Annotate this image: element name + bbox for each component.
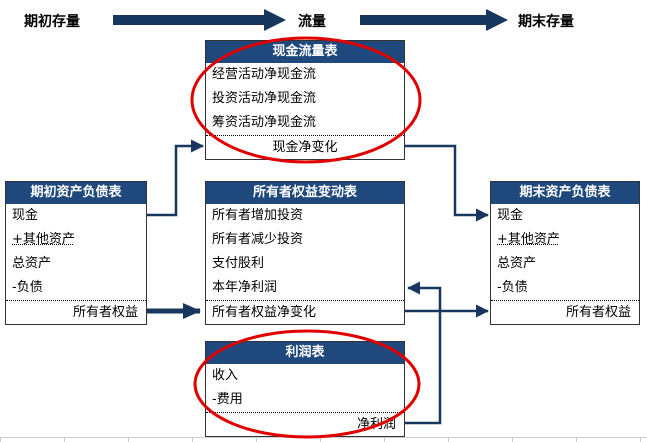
box-title: 现金流量表 [206, 41, 404, 63]
flow-arrow-left-icon [113, 9, 286, 31]
statement-line-item: 总资产 [497, 256, 537, 271]
label-beginning-stock: 期初存量 [24, 14, 80, 30]
statement-total-line: 所有者权益 [6, 300, 146, 324]
connector-net-income-to-equity-change [405, 281, 442, 425]
statement-line-item: 所有者增加投资 [212, 208, 304, 223]
statement-line-item: 总资产 [12, 256, 52, 271]
connector-cashflow-to-end-cash [405, 144, 489, 222]
box-title: 所有者权益变动表 [206, 182, 404, 204]
flow-arrow-right-icon [360, 9, 508, 31]
statement-line-item: 筹资活动净现金流 [212, 115, 317, 130]
excel-gridline [0, 437, 647, 442]
statement-line-item: +其他资产 [497, 232, 560, 247]
beginning-balance-sheet-box: 期初资产负债表 现金 +其他资产 总资产 -负债 所有者权益 [5, 181, 147, 325]
label-ending-stock: 期末存量 [518, 14, 574, 30]
statement-line-item: 收入 [212, 368, 239, 383]
statement-total-line: 所有者权益 [491, 300, 639, 324]
statement-line-item: 所有者减少投资 [212, 232, 304, 247]
owners-equity-change-box: 所有者权益变动表 所有者增加投资 所有者减少投资 支付股利 本年净利润 所有者权… [205, 181, 405, 325]
statement-line-item: 投资活动净现金流 [212, 91, 317, 106]
statement-total-line: 所有者权益净变化 [206, 300, 404, 324]
connector-begin-cash-to-cashflow [147, 139, 204, 217]
box-title: 期初资产负债表 [6, 182, 146, 204]
statement-line-item: 经营活动净现金流 [212, 67, 317, 82]
statement-line-item: -费用 [212, 392, 243, 407]
box-title: 利润表 [206, 342, 404, 364]
statement-line-item: 现金 [497, 208, 524, 223]
statement-line-item: 本年净利润 [212, 280, 278, 295]
statement-total-line: 现金净变化 [206, 135, 404, 159]
income-statement-box: 利润表 收入 -费用 净利润 [205, 341, 405, 437]
statement-line-item: 支付股利 [212, 256, 265, 271]
statement-line-item: -负债 [12, 280, 43, 295]
statement-line-item: +其他资产 [12, 232, 75, 247]
statement-total-line: 净利润 [206, 412, 404, 436]
statement-line-item: -负债 [497, 280, 528, 295]
box-title: 期末资产负债表 [491, 182, 639, 204]
label-flow: 流量 [298, 14, 326, 30]
ending-balance-sheet-box: 期末资产负债表 现金 +其他资产 总资产 -负债 所有者权益 [490, 181, 640, 325]
statement-line-item: 现金 [12, 208, 39, 223]
cash-flow-statement-box: 现金流量表 经营活动净现金流 投资活动净现金流 筹资活动净现金流 现金净变化 [205, 40, 405, 160]
